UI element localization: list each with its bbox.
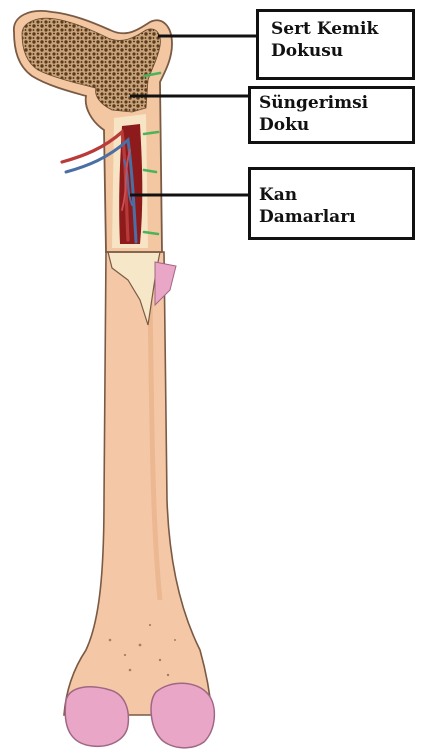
label-compact-bone: Sert Kemik Dokusu bbox=[256, 9, 415, 80]
label-spongy-bone-line2: Doku bbox=[259, 114, 412, 136]
label-blood-vessels-line1: Kan bbox=[259, 184, 412, 206]
label-compact-bone-line1: Sert Kemik bbox=[271, 18, 412, 40]
label-blood-vessels: Kan Damarları bbox=[248, 167, 415, 240]
label-blood-vessels-line2: Damarları bbox=[259, 206, 412, 228]
label-compact-bone-line2: Dokusu bbox=[271, 40, 412, 62]
label-spongy-bone: Süngerimsi Doku bbox=[248, 86, 415, 144]
label-spongy-bone-line1: Süngerimsi bbox=[259, 92, 412, 114]
proximal-epiphysis bbox=[14, 11, 172, 252]
bone-shaft bbox=[64, 252, 212, 715]
